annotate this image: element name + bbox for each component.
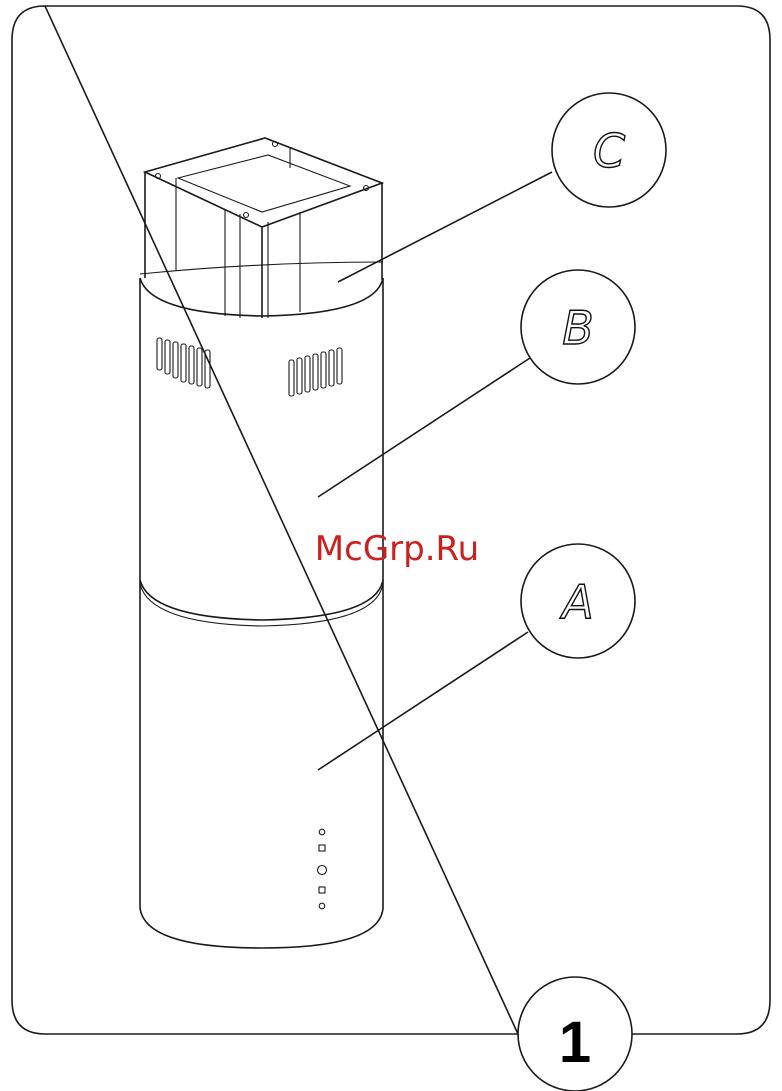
- figure-number: 1: [559, 1010, 591, 1075]
- vent-slots-right: [289, 348, 342, 396]
- control-buttons: [318, 829, 327, 909]
- callout-b: B: [521, 270, 635, 384]
- watermark-text: McGrp.Ru: [315, 529, 479, 569]
- leader-line-c: [338, 172, 552, 282]
- callout-c-label: C: [593, 124, 625, 178]
- leader-line-b: [318, 358, 530, 497]
- callout-a-label: A: [559, 575, 593, 629]
- callout-b-label: B: [562, 301, 594, 355]
- callout-c: C: [552, 93, 666, 207]
- callout-a: A: [521, 544, 635, 658]
- figure-frame: [12, 6, 770, 1034]
- figure-number-badge: 1: [518, 977, 632, 1091]
- part-c-top-duct: [145, 138, 382, 318]
- leader-line-a: [318, 632, 528, 770]
- part-a-lower-cylinder: [140, 580, 383, 948]
